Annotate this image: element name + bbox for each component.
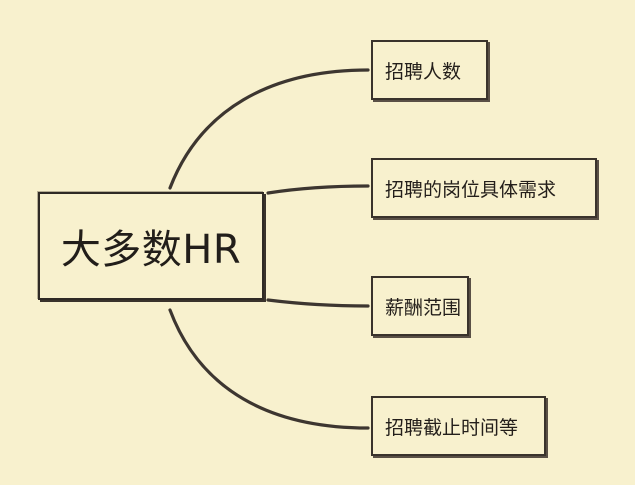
branch-node-4: 招聘截止时间等: [371, 396, 546, 456]
branch-label-4: 招聘截止时间等: [385, 416, 519, 439]
branch-label-1: 招聘人数: [385, 60, 462, 83]
branch-node-2: 招聘的岗位具体需求: [371, 158, 597, 218]
connector-to-branch-4: [168, 308, 370, 430]
branch-node-3: 薪酬范围: [371, 276, 469, 336]
central-topic-box: 大多数HR: [38, 192, 264, 300]
central-topic-label: 大多数HR: [60, 227, 242, 273]
branch-label-2: 招聘的岗位具体需求: [385, 178, 557, 201]
branch-label-3: 薪酬范围: [385, 296, 462, 319]
connector-to-branch-2: [266, 184, 370, 195]
connector-to-branch-3: [266, 298, 370, 308]
branch-node-1: 招聘人数: [371, 40, 488, 100]
connector-to-branch-1: [168, 68, 370, 190]
